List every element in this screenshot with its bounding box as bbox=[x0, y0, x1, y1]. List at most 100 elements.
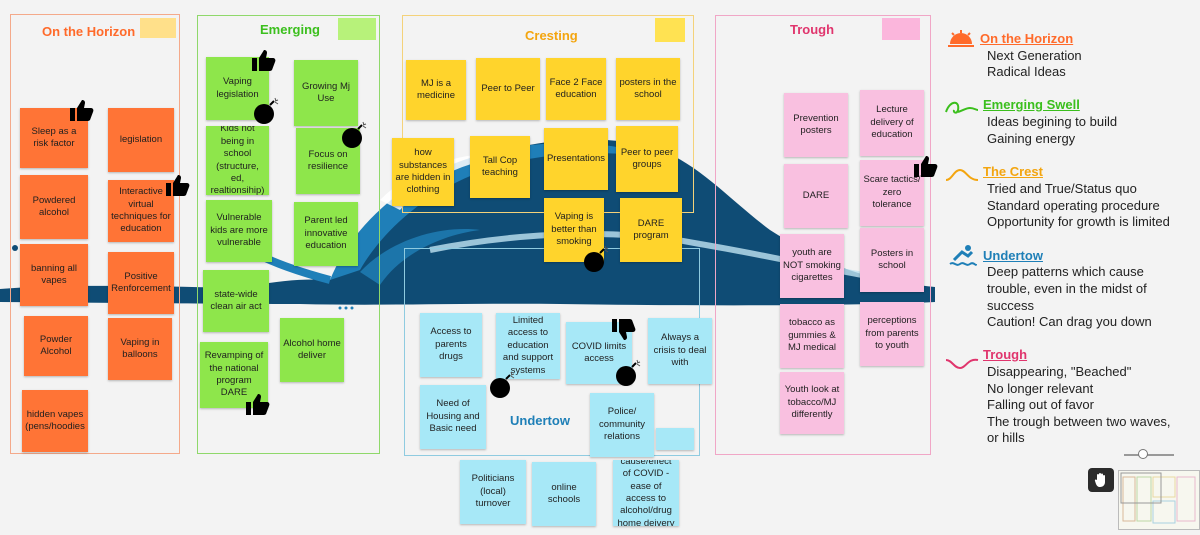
sticky-note[interactable]: Access to parents drugs bbox=[420, 313, 482, 377]
legend-text: or hills bbox=[987, 430, 1025, 445]
legend-text: Falling out of favor bbox=[987, 397, 1094, 412]
legend-title-trough: Trough bbox=[983, 347, 1028, 362]
sticky-note[interactable]: Scare tactics/ zero tolerance bbox=[860, 160, 924, 226]
sticky-note[interactable]: youth are NOT smoking cigarettes bbox=[780, 234, 844, 298]
legend-text: Caution! Can drag you down bbox=[987, 314, 1152, 329]
board-minimap[interactable] bbox=[1118, 470, 1200, 530]
sticky-note[interactable]: Powdered alcohol bbox=[20, 175, 88, 239]
sticky-note[interactable]: legislation bbox=[108, 108, 174, 172]
sticky-note[interactable]: Vulnerable kids are more vulnerable bbox=[206, 200, 272, 262]
thumbs-up-icon[interactable] bbox=[244, 392, 270, 416]
sticky-note[interactable]: banning all vapes bbox=[20, 244, 88, 306]
legend-text: Standard operating procedure bbox=[987, 198, 1160, 213]
sticky-note[interactable]: tobacco as gummies & MJ medical bbox=[780, 304, 844, 368]
wave-curl bbox=[360, 229, 480, 285]
bomb-icon[interactable] bbox=[252, 96, 282, 126]
thumbs-up-icon[interactable] bbox=[912, 154, 938, 178]
sticky-note[interactable]: Police/ community relations bbox=[590, 393, 654, 457]
sticky-note[interactable]: Peer to Peer bbox=[476, 58, 540, 120]
sticky-note[interactable]: Tall Cop teaching bbox=[470, 136, 530, 198]
thumbs-down-icon[interactable] bbox=[610, 318, 636, 342]
sticky-note[interactable]: hidden vapes (pens/hoodies bbox=[22, 390, 88, 452]
wave-droplet bbox=[344, 306, 348, 310]
thumbs-up-icon[interactable] bbox=[164, 173, 190, 197]
thumbs-up-icon[interactable] bbox=[250, 48, 276, 72]
swell-icon bbox=[945, 101, 979, 114]
sticky-note[interactable]: Kids not being in school (structure, ed,… bbox=[206, 126, 269, 195]
sticky-note[interactable]: Youth look at tobacco/MJ differently bbox=[780, 372, 844, 434]
sticky-note[interactable]: Posters in school bbox=[860, 228, 924, 292]
bomb-icon[interactable] bbox=[488, 370, 518, 400]
sticky-note[interactable]: Growing Mj Use bbox=[294, 60, 358, 126]
sticky-note[interactable]: Lecture delivery of education bbox=[860, 90, 924, 156]
frame-title-on-the-horizon: On the Horizon bbox=[42, 24, 136, 39]
sticky-note[interactable]: Need of Housing and Basic need bbox=[420, 385, 486, 449]
zoom-slider-track[interactable] bbox=[1124, 454, 1174, 456]
crest-wave-icon bbox=[945, 168, 979, 181]
sticky-note[interactable]: posters in the school bbox=[616, 58, 680, 120]
pan-tool-button[interactable] bbox=[1088, 468, 1114, 492]
bomb-icon[interactable] bbox=[340, 120, 370, 150]
sticky-note[interactable]: Parent led innovative education bbox=[294, 202, 358, 266]
frame-color-swatch bbox=[140, 18, 176, 38]
zoom-slider-handle[interactable] bbox=[1138, 449, 1148, 459]
frame-title-cresting: Cresting bbox=[525, 28, 578, 43]
sticky-note-blank[interactable] bbox=[656, 428, 694, 450]
sticky-note[interactable]: Alcohol home deliver bbox=[280, 318, 344, 382]
sticky-note[interactable]: Peer to peer groups bbox=[616, 126, 678, 192]
sticky-note[interactable]: Always a crisis to deal with bbox=[648, 318, 712, 384]
sticky-note[interactable]: Limited access to education and support … bbox=[496, 313, 560, 379]
legend-title-the-crest: The Crest bbox=[983, 164, 1043, 179]
sticky-note[interactable]: Interactive virtual techniques for educa… bbox=[108, 180, 174, 242]
legend-title-undertow: Undertow bbox=[983, 248, 1043, 263]
sunrise-icon bbox=[948, 30, 974, 47]
bomb-icon[interactable] bbox=[582, 244, 612, 274]
legend-text: Opportunity for growth is limited bbox=[987, 214, 1170, 229]
sticky-note[interactable]: how substances are hidden in clothing bbox=[392, 138, 454, 206]
legend-text: Deep patterns which cause bbox=[987, 264, 1144, 279]
frame-title-trough: Trough bbox=[790, 22, 835, 37]
sticky-note[interactable]: DARE bbox=[784, 164, 848, 228]
sticky-note[interactable]: Politicians (local) turnover bbox=[460, 460, 526, 524]
bomb-icon[interactable] bbox=[614, 358, 644, 388]
sticky-note[interactable]: Vaping in balloons bbox=[108, 318, 172, 380]
legend-text: Radical Ideas bbox=[987, 64, 1066, 79]
wave-droplet bbox=[350, 306, 354, 310]
wave-droplet bbox=[12, 245, 18, 251]
frame-on-the-horizon[interactable] bbox=[10, 14, 180, 454]
legend-text: The trough between two waves, bbox=[987, 414, 1171, 429]
legend-text: Gaining energy bbox=[987, 131, 1076, 146]
legend-text: trouble, even in the midst of bbox=[987, 281, 1147, 296]
sticky-note[interactable]: cause/effect of COVID - ease of access t… bbox=[613, 460, 679, 526]
frame-title-emerging: Emerging bbox=[260, 22, 320, 37]
frame-color-swatch bbox=[338, 18, 376, 40]
legend-text: No longer relevant bbox=[987, 381, 1094, 396]
sticky-note[interactable]: online schools bbox=[532, 462, 596, 526]
sticky-note[interactable]: Positive Renforcement bbox=[108, 252, 174, 314]
sticky-note[interactable]: DARE program bbox=[620, 198, 682, 262]
legend-text: Next Generation bbox=[987, 48, 1082, 63]
swimmer-icon bbox=[949, 245, 977, 266]
sticky-note[interactable]: Vaping is better than smoking bbox=[544, 198, 604, 262]
trough-wave-icon bbox=[945, 358, 979, 370]
sticky-note[interactable]: Prevention posters bbox=[784, 93, 848, 157]
frame-color-swatch bbox=[655, 18, 685, 42]
wave-body bbox=[0, 139, 935, 306]
frame-title-undertow: Undertow bbox=[510, 413, 570, 428]
sticky-note[interactable]: Powder Alcohol bbox=[24, 316, 88, 376]
frame-trough[interactable] bbox=[715, 15, 931, 455]
legend-text: success bbox=[987, 298, 1034, 313]
thumbs-up-icon[interactable] bbox=[68, 98, 94, 122]
legend-text: Tried and True/Status quo bbox=[987, 181, 1137, 196]
hand-icon bbox=[1094, 473, 1105, 487]
legend-text: Disappearing, "Beached" bbox=[987, 364, 1132, 379]
sticky-note[interactable]: perceptions from parents to youth bbox=[860, 302, 924, 366]
sticky-note[interactable]: state-wide clean air act bbox=[203, 270, 269, 332]
frame-color-swatch bbox=[882, 18, 920, 40]
sticky-note[interactable]: Sleep as a risk factor bbox=[20, 108, 88, 168]
sticky-note[interactable]: Presentations bbox=[544, 128, 608, 190]
sticky-note[interactable]: Face 2 Face education bbox=[546, 58, 606, 120]
frame-emerging[interactable] bbox=[197, 15, 380, 454]
sticky-note[interactable]: MJ is a medicine bbox=[406, 60, 466, 120]
